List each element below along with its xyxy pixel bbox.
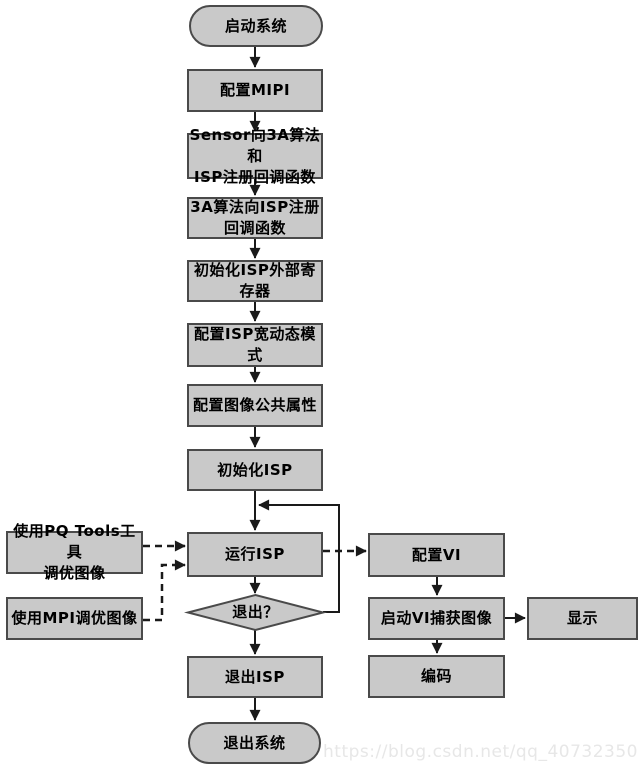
node-label: 3A算法向ISP注册 回调函数 xyxy=(190,198,320,237)
node-configure-mipi: 配置MIPI xyxy=(187,69,323,112)
node-start-system: 启动系统 xyxy=(189,5,323,47)
node-label: 配置VI xyxy=(411,545,462,564)
node-display: 显示 xyxy=(527,597,638,640)
node-label: 退出？ xyxy=(232,603,279,621)
node-label: 启动系统 xyxy=(224,16,287,35)
node-configure-image-public-attrs: 配置图像公共属性 xyxy=(187,384,323,427)
node-start-vi-capture: 启动VI捕获图像 xyxy=(368,597,505,640)
node-label: 编码 xyxy=(420,667,452,685)
node-label: 退出ISP xyxy=(225,667,285,686)
node-exit-system: 退出系统 xyxy=(188,722,321,764)
node-mpi-tuning: 使用MPI调优图像 xyxy=(6,597,143,640)
node-label: 配置ISP宽动态模 式 xyxy=(194,325,316,364)
node-label: 启动VI捕获图像 xyxy=(380,609,493,627)
node-init-isp: 初始化ISP xyxy=(187,449,323,491)
node-exit-isp: 退出ISP xyxy=(187,656,323,698)
csdn-watermark: https://blog.csdn.net/qq_40732350 xyxy=(323,742,638,762)
dashed-arrow-mpi-to-runisp xyxy=(143,559,186,622)
node-label: 使用MPI调优图像 xyxy=(11,609,138,627)
node-label: 显示 xyxy=(566,609,598,627)
node-run-isp: 运行ISP xyxy=(187,532,323,577)
node-label: 初始化ISP外部寄 存器 xyxy=(194,261,316,300)
arrow-decision-loop-back xyxy=(258,499,340,613)
node-label: 配置图像公共属性 xyxy=(192,396,317,414)
node-exit-decision: 退出？ xyxy=(188,595,323,630)
node-3a-register-callbacks: 3A算法向ISP注册 回调函数 xyxy=(187,197,323,239)
node-label: 使用PQ Tools工具 调优图像 xyxy=(13,522,136,582)
node-init-isp-external-registers: 初始化ISP外部寄 存器 xyxy=(187,260,323,302)
node-configure-isp-wdr-mode: 配置ISP宽动态模 式 xyxy=(187,323,323,367)
node-pq-tools-tuning: 使用PQ Tools工具 调优图像 xyxy=(6,522,143,582)
node-label: 配置MIPI xyxy=(219,81,291,99)
node-label: 运行ISP xyxy=(225,545,285,563)
node-label: 初始化ISP xyxy=(217,460,293,479)
node-configure-vi: 配置VI xyxy=(368,533,505,577)
node-label: 退出系统 xyxy=(223,733,286,752)
node-label: Sensor向3A算法和 ISP注册回调函数 xyxy=(189,125,321,186)
node-encode: 编码 xyxy=(368,655,505,698)
decision-diamond-shape xyxy=(184,593,327,632)
node-sensor-register-callbacks: Sensor向3A算法和 ISP注册回调函数 xyxy=(187,126,323,186)
